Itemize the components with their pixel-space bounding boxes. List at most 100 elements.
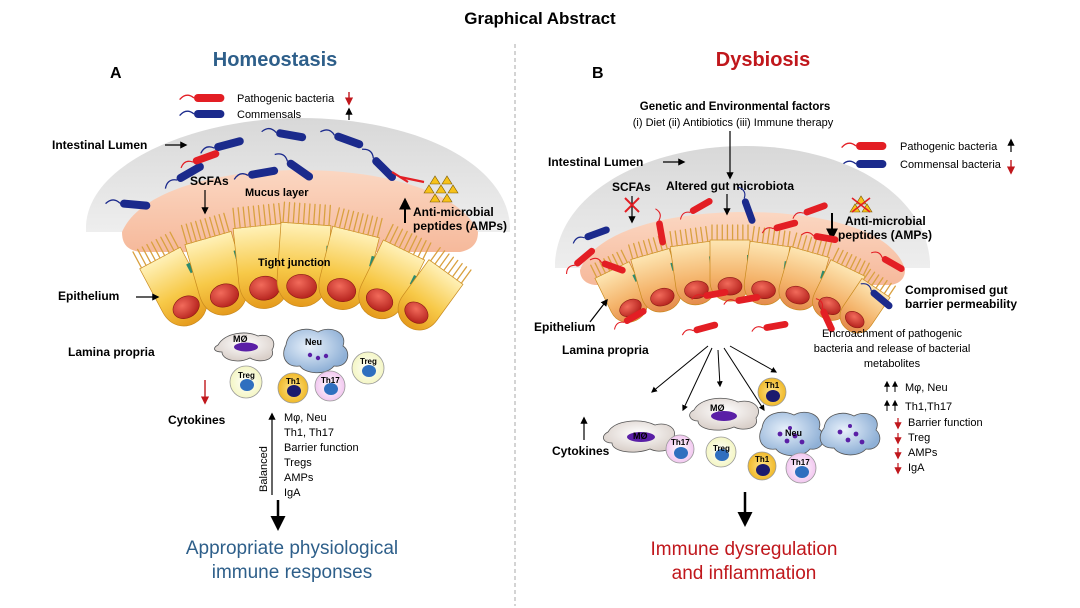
fan-arrows xyxy=(651,345,778,412)
pathogenic-bacterium xyxy=(750,319,790,335)
amp-triangles-icon xyxy=(423,175,459,203)
treg-cell-b: Treg xyxy=(705,436,737,468)
pathogenic-bacterium xyxy=(680,320,720,338)
epithelial-cell xyxy=(180,212,248,316)
neutrophil: Neu xyxy=(283,328,349,374)
mucus-layer-label: Mucus layer xyxy=(245,187,309,199)
panel-a-heading: Homeostasis xyxy=(213,49,338,71)
intestinal-lumen-label: Intestinal Lumen xyxy=(52,138,147,152)
th17-label: Th17 xyxy=(321,376,340,385)
macrophage: MØ xyxy=(214,332,275,362)
th17-cell-b2: Th17 xyxy=(785,452,817,484)
list-item: AMPs xyxy=(284,472,314,484)
mo-label: MØ xyxy=(233,334,248,344)
legend-pathogenic-label-b: Pathogenic bacteria xyxy=(900,141,998,153)
intestinal-lumen-label-b: Intestinal Lumen xyxy=(548,155,643,169)
th17-label-b2: Th17 xyxy=(791,458,810,467)
page-title: Graphical Abstract xyxy=(464,9,616,28)
amp-label-line2: peptides (AMPs) xyxy=(413,219,507,233)
epithelial-cell xyxy=(744,226,791,305)
amp-triangles-icon-b xyxy=(849,195,873,213)
panel-b-list: Mφ, Neu Th1,Th17 Barrier function Treg A… xyxy=(884,380,983,475)
scfas-label: SCFAs xyxy=(190,174,229,188)
list-item: IgA xyxy=(284,487,301,499)
epithelial-cell xyxy=(132,231,208,327)
panel-b-legend: Pathogenic bacteria Commensal bacteria xyxy=(840,138,1016,175)
list-item: Th1,Th17 xyxy=(905,401,952,413)
th1-cell: Th1 xyxy=(277,372,309,404)
list-item: Barrier function xyxy=(908,417,983,429)
epithelial-cell xyxy=(358,223,432,320)
treg-label-2: Treg xyxy=(360,357,377,366)
epithelial-cell xyxy=(397,247,472,331)
cytokines-label-b: Cytokines xyxy=(552,444,610,458)
epithelial-cell xyxy=(812,247,870,321)
th1-label-b2: Th1 xyxy=(755,455,770,464)
epithelium-label-b: Epithelium xyxy=(534,320,595,334)
neutrophil-b1: Neu xyxy=(759,411,825,457)
macrophage-b1: MØ xyxy=(602,420,675,453)
pathogenic-bacteria-icon xyxy=(178,93,226,103)
compromised-line2: barrier permeability xyxy=(905,297,1017,311)
epithelial-cells xyxy=(132,201,472,331)
th17-label-b1: Th17 xyxy=(671,438,690,447)
neu-label: Neu xyxy=(305,337,322,347)
inhibit-line-icon xyxy=(399,175,425,184)
macrophage-b2: MØ xyxy=(689,397,759,431)
treg-label-b: Treg xyxy=(713,444,730,453)
factors-title: Genetic and Environmental factors xyxy=(640,101,830,113)
list-item: Mφ, Neu xyxy=(284,412,327,424)
amp-block-cross-icon xyxy=(851,197,871,213)
amp-label-line2-b: peptides (AMPs) xyxy=(838,228,932,242)
panel-a-list: Mφ, Neu Th1, Th17 Barrier function Tregs… xyxy=(284,412,359,499)
epithelium-pointer-arrow-b xyxy=(589,298,608,323)
panel-b-heading: Dysbiosis xyxy=(716,49,810,71)
encroach-line2: bacteria and release of bacterial xyxy=(814,343,971,355)
legend-commensal-label-b: Commensal bacteria xyxy=(900,159,1002,171)
panel-a-letter: A xyxy=(110,65,122,82)
panel-a-legend: Pathogenic bacteria Commensals xyxy=(178,92,354,121)
mo-label-b2: MØ xyxy=(710,403,725,413)
outcome-b-line2: and inflammation xyxy=(672,563,817,584)
altered-microbiota-label: Altered gut microbiota xyxy=(666,179,794,193)
th17-cell: Th17 xyxy=(314,370,346,402)
epithelial-cell xyxy=(590,249,648,323)
neutrophil-b2 xyxy=(819,412,881,456)
pathogenic-bacteria-icon xyxy=(840,141,888,151)
outcome-b-line1: Immune dysregulation xyxy=(651,539,838,560)
th1-label-b1: Th1 xyxy=(765,381,780,390)
epithelial-cell xyxy=(276,201,333,307)
th1-cell-b2: Th1 xyxy=(747,451,777,481)
list-item: Treg xyxy=(908,432,930,444)
treg-cell: Treg xyxy=(229,365,263,399)
epithelial-cells-b xyxy=(590,224,896,334)
lamina-propria-label-b: Lamina propria xyxy=(562,343,649,357)
block-cross-icon xyxy=(624,197,640,213)
th1-cell-b1: Th1 xyxy=(757,377,787,407)
epithelial-cell xyxy=(709,224,753,302)
balanced-label: Balanced xyxy=(258,446,270,492)
panel-b-letter: B xyxy=(592,65,604,82)
lamina-propria-label: Lamina propria xyxy=(68,345,155,359)
amp-label-line1-b: Anti-microbial xyxy=(845,214,926,228)
mo-label-b1: MØ xyxy=(633,431,648,441)
th1-label: Th1 xyxy=(286,377,301,386)
epithelial-cell xyxy=(232,202,290,309)
list-item: Tregs xyxy=(284,457,312,469)
epithelium-label: Epithelium xyxy=(58,289,119,303)
commensal-bacteria-icon xyxy=(178,109,226,119)
factors-list: (i) Diet (ii) Antibiotics (iii) Immune t… xyxy=(633,117,834,129)
treg-label: Treg xyxy=(238,371,255,380)
outcome-a-line1: Appropriate physiological xyxy=(186,538,398,559)
treg-cell-2: Treg xyxy=(351,351,385,385)
th17-cell-b1: Th17 xyxy=(665,434,695,464)
list-item: Th1, Th17 xyxy=(284,427,334,439)
tight-junction-label: Tight junction xyxy=(258,257,331,269)
legend-commensal-label: Commensals xyxy=(237,109,302,121)
list-item: IgA xyxy=(908,462,925,474)
amp-label-line1: Anti-microbial xyxy=(413,205,494,219)
outcome-a-line2: immune responses xyxy=(212,562,373,583)
panel-b: B Dysbiosis Genetic and Environmental fa… xyxy=(534,49,1017,584)
compromised-line1: Compromised gut xyxy=(905,283,1008,297)
